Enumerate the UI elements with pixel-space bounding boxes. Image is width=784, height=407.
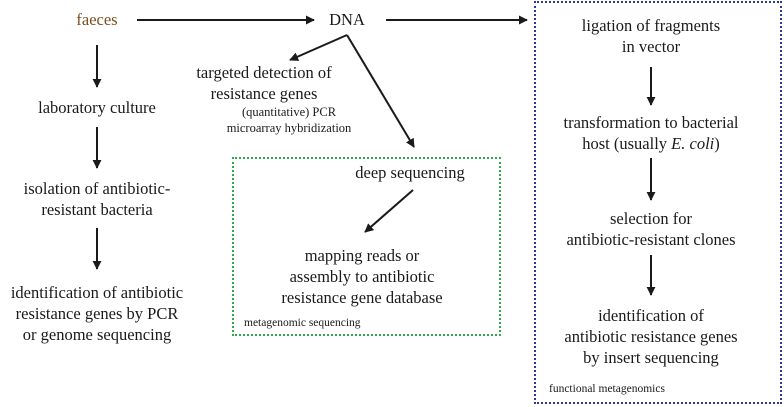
node-mapping-line-1: mapping reads or <box>304 246 420 265</box>
arrow-dna-to-targeted <box>289 34 348 61</box>
metagenomic-box-label: metagenomic sequencing <box>244 317 361 329</box>
node-deep-sequencing: deep sequencing <box>355 163 465 182</box>
node-targeted-line-2: resistance genes <box>210 84 318 103</box>
node-ligation-line-1: ligation of fragments <box>581 16 721 35</box>
node-selection: selection for antibiotic-resistant clone… <box>540 208 762 250</box>
node-identification-insert-line-2: antibiotic resistance genes <box>564 327 738 346</box>
node-mapping: mapping reads or assembly to antibiotic … <box>262 245 462 308</box>
node-ligation: ligation of fragments in vector <box>546 15 756 57</box>
node-isolation-line-1: isolation of antibiotic- <box>23 179 171 198</box>
node-transformation-line-1: transformation to bacterial <box>563 113 739 132</box>
node-transformation: transformation to bacterial host (usuall… <box>540 112 762 154</box>
node-transformation-line-2-pre: host (usually <box>582 134 672 153</box>
node-identification-insert: identification of antibiotic resistance … <box>540 305 762 368</box>
functional-metagenomics-box <box>534 1 782 404</box>
node-transformation-ecoli: E. coli <box>671 134 715 153</box>
node-targeted-line-1: targeted detection of <box>196 63 332 82</box>
node-targeted-method-1: (quantitative) PCR <box>241 105 337 119</box>
node-laboratory-culture: laboratory culture <box>38 98 156 117</box>
node-targeted-method-2: microarray hybridization <box>226 121 352 135</box>
node-transformation-line-2-post: ) <box>714 134 720 153</box>
node-identification-pcr: identification of antibiotic resistance … <box>0 282 194 345</box>
node-ligation-line-2: in vector <box>621 37 681 56</box>
node-dna: DNA <box>329 10 365 29</box>
node-mapping-line-2: assembly to antibiotic <box>289 267 435 286</box>
node-isolation-line-2: resistant bacteria <box>41 200 153 219</box>
functional-box-label: functional metagenomics <box>549 383 665 395</box>
node-selection-line-1: selection for <box>609 209 692 228</box>
node-mapping-line-3: resistance gene database <box>281 288 443 307</box>
node-targeted-detection: targeted detection of resistance genes (… <box>170 62 358 136</box>
node-faeces: faeces <box>76 10 118 29</box>
node-identification-pcr-line-2: resistance genes by PCR <box>15 304 179 323</box>
node-identification-pcr-line-3: or genome sequencing <box>22 325 172 344</box>
node-identification-pcr-line-1: identification of antibiotic <box>10 283 184 302</box>
node-transformation-line-2: host (usually E. coli) <box>540 133 762 154</box>
metagenomic-sequencing-box <box>232 157 501 336</box>
arrow-dna-to-deep-seq <box>346 34 415 148</box>
arrow-deep-seq-to-mapping <box>364 189 414 233</box>
node-selection-line-2: antibiotic-resistant clones <box>566 230 736 249</box>
node-isolation: isolation of antibiotic- resistant bacte… <box>0 178 194 220</box>
node-identification-insert-line-1: identification of <box>598 306 704 325</box>
node-identification-insert-line-3: by insert sequencing <box>583 348 719 367</box>
